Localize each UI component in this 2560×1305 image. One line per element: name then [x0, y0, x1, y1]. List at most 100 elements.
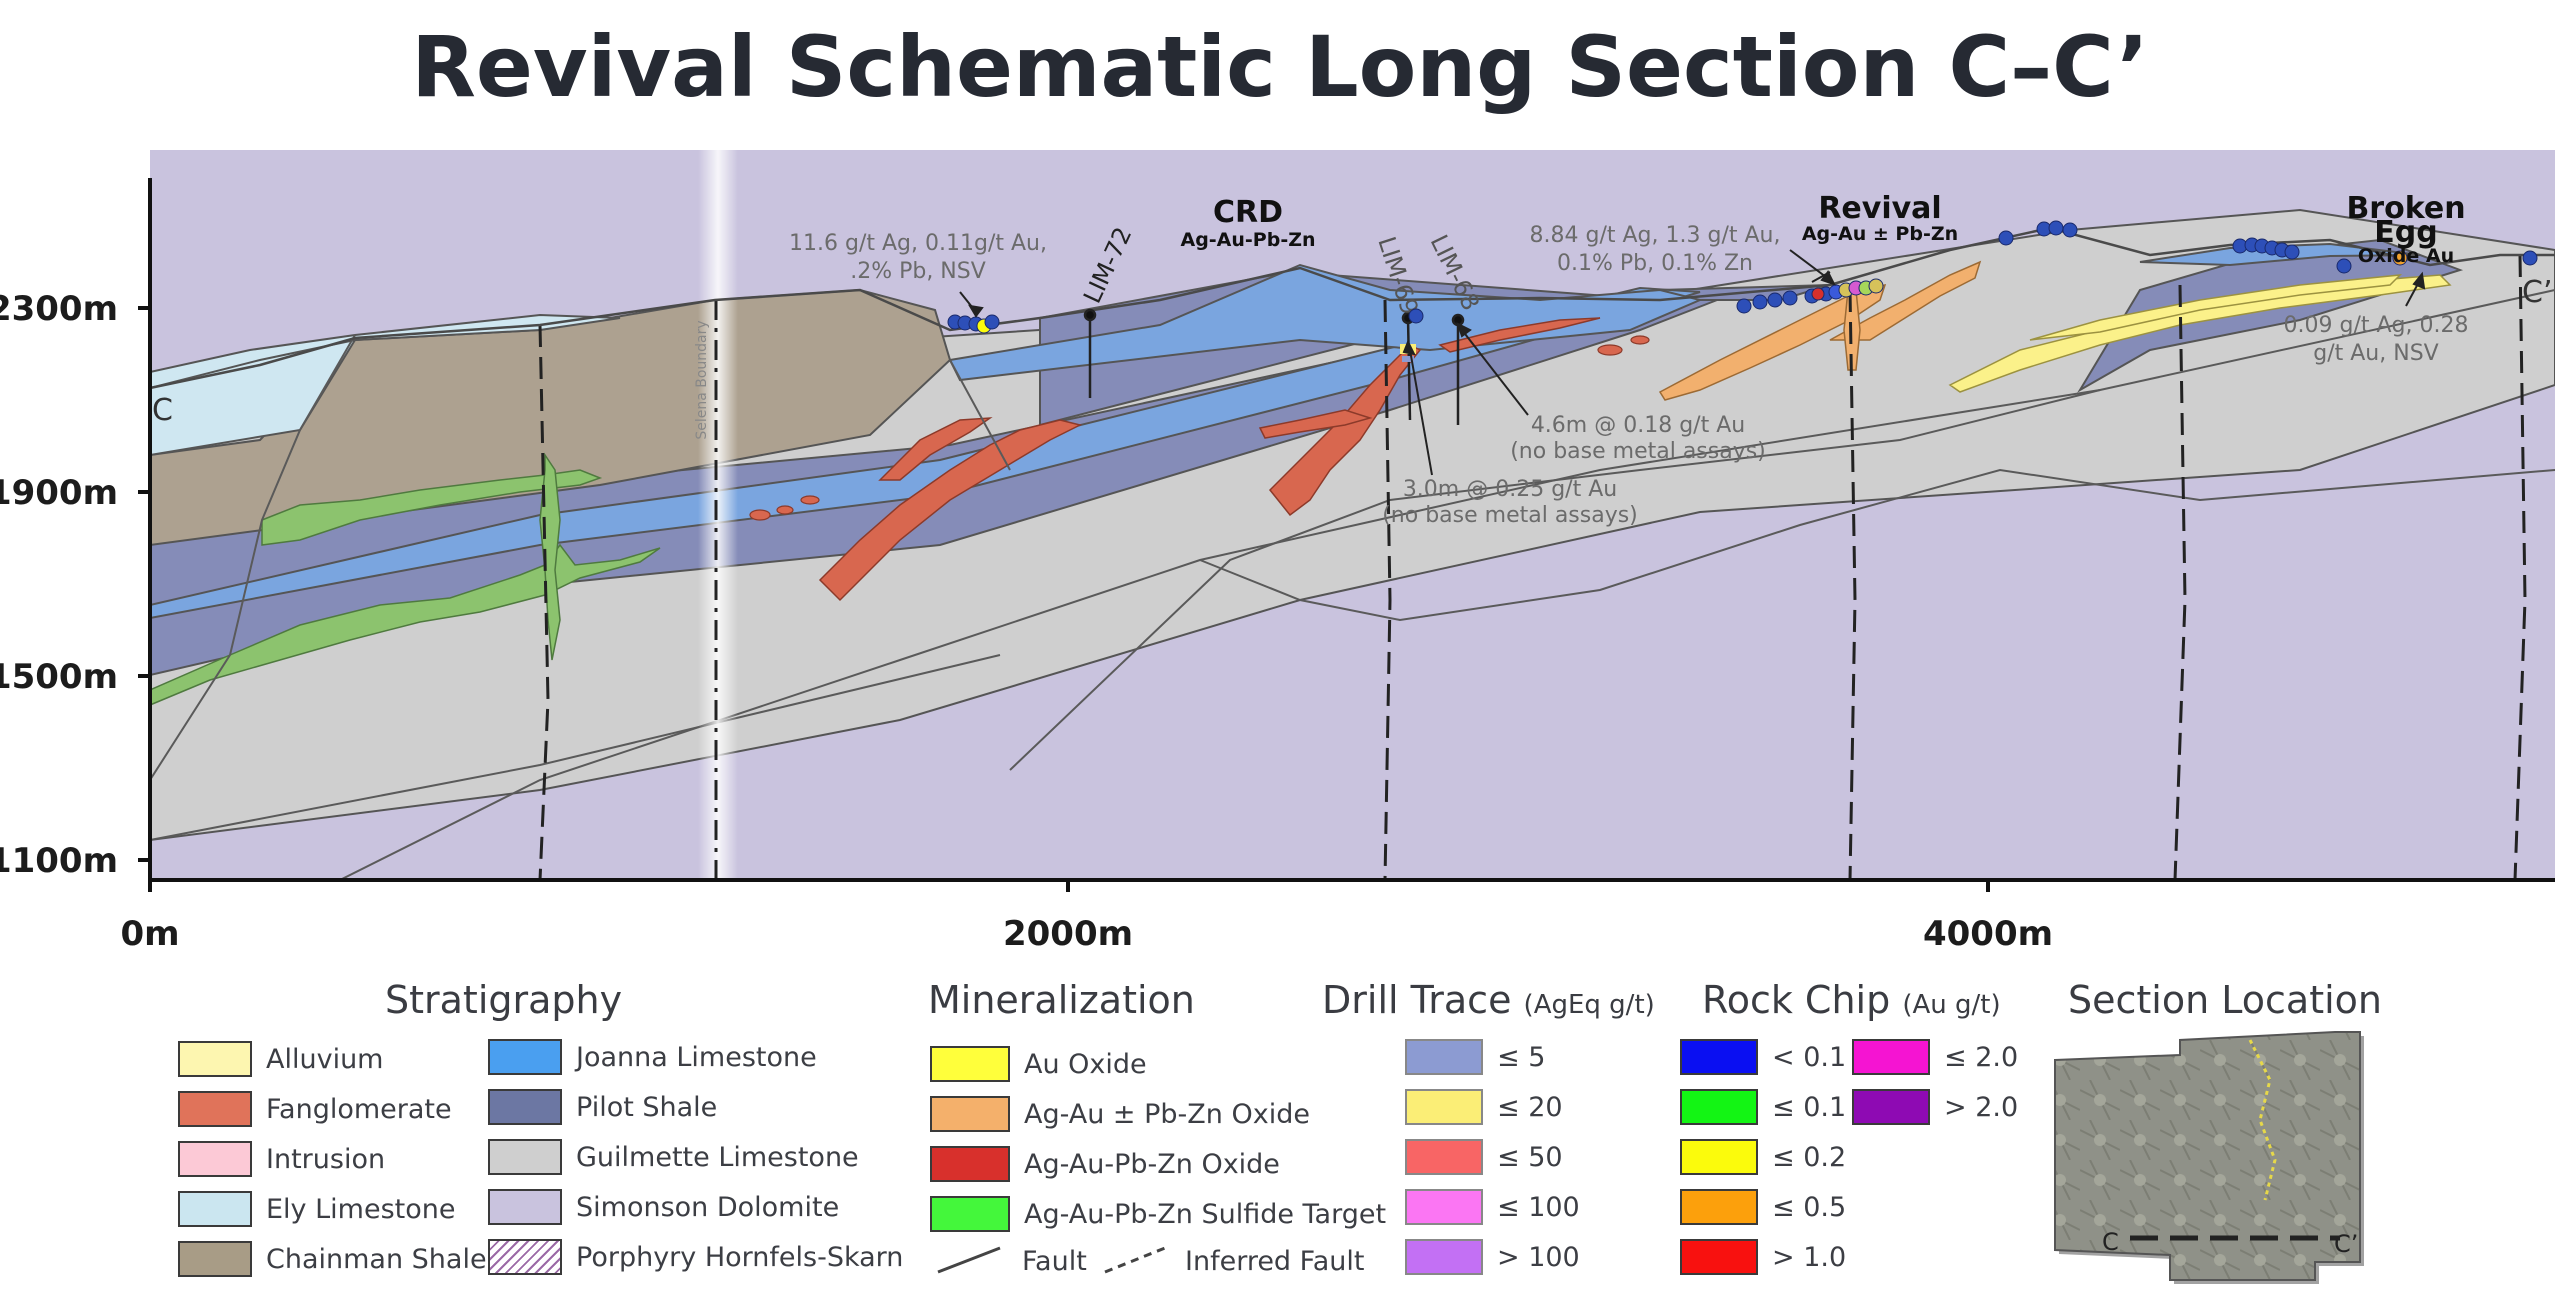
legend-swatch: [1852, 1039, 1930, 1075]
legend-label: Chainman Shale: [266, 1243, 487, 1275]
y-tick-1900: 1900m: [0, 473, 118, 513]
legend-item-chip-gt10: > 1.0: [1680, 1236, 1846, 1278]
legend-swatch: [1852, 1089, 1930, 1125]
legend-drill-trace-title-text: Drill Trace: [1322, 978, 1512, 1022]
location-label-c: C: [2102, 1228, 2119, 1256]
legend-label: Fanglomerate: [266, 1093, 452, 1125]
legend-label: Joanna Limestone: [576, 1041, 817, 1073]
target-crd-subtitle: Ag-Au-Pb-Zn: [1180, 229, 1315, 251]
legend-drill-trace-unit: (AgEq g/t): [1523, 990, 1655, 1020]
legend-swatch: [1405, 1239, 1483, 1275]
legend-item-fanglomerate: Fanglomerate: [178, 1088, 452, 1130]
target-broken-egg-subtitle: Oxide Au: [2358, 245, 2454, 267]
legend-drill-trace-title: Drill Trace (AgEq g/t): [1322, 978, 1655, 1022]
legend-swatch: [1405, 1039, 1483, 1075]
legend-item-chip-lt01: < 0.1: [1680, 1036, 1846, 1078]
oxide-vein-fragments: [749, 335, 1650, 521]
annotation-lim68-line1: 4.6m @ 0.18 g/t Au: [1531, 413, 1745, 438]
ag-au-pb-zn-oxide-vein-lim69-2: [1258, 409, 1373, 439]
annotation-crd-line1: 11.6 g/t Ag, 0.11g/t Au,: [789, 231, 1047, 256]
legend-item-chip-gt20: > 2.0: [1852, 1086, 2018, 1128]
legend-item-drill-le20: ≤ 20: [1405, 1086, 1563, 1128]
legend-rock-chip-title: Rock Chip (Au g/t): [1702, 978, 2001, 1022]
x-tick-labels: 0m 2000m 4000m: [120, 914, 2053, 954]
legend-swatch: [1405, 1189, 1483, 1225]
legend-item-inferred-fault: Inferred Fault: [1185, 1240, 1364, 1282]
legend-rock-chip-title-text: Rock Chip: [1702, 978, 1891, 1022]
axes: [138, 178, 2555, 892]
legend-rock-chip-unit: (Au g/t): [1902, 990, 2001, 1020]
legend-label: Intrusion: [266, 1143, 386, 1175]
legend-item-drill-le5: ≤ 5: [1405, 1036, 1545, 1078]
legend-swatch: [930, 1196, 1010, 1232]
legend-label: ≤ 2.0: [1944, 1041, 2019, 1073]
legend-item-pilot-shale: Pilot Shale: [488, 1086, 717, 1128]
legend-swatch: [178, 1041, 252, 1077]
target-revival-subtitle: Ag-Au ± Pb-Zn: [1802, 223, 1958, 245]
annotation-leaders: [959, 249, 2426, 476]
legend-label: ≤ 100: [1497, 1191, 1580, 1223]
annotation-revival-line2: 0.1% Pb, 0.1% Zn: [1557, 251, 1753, 276]
legend-swatch: [178, 1241, 252, 1277]
legend-label: Au Oxide: [1024, 1048, 1147, 1080]
legend-item-porphyry-hornfels-skarn: Porphyry Hornfels-Skarn: [488, 1236, 903, 1278]
green-sulfide-band-upper: [261, 469, 603, 546]
legend-label: ≤ 50: [1497, 1141, 1563, 1173]
drillhole-traces: [1083, 308, 1465, 425]
legend-item-chip-le20: ≤ 2.0: [1852, 1036, 2018, 1078]
y-tick-1500: 1500m: [0, 657, 118, 697]
legend-item-au-oxide: Au Oxide: [930, 1043, 1147, 1085]
legend-label: < 0.1: [1772, 1041, 1847, 1073]
rock-chip-samples: [947, 220, 2538, 334]
legend-label: ≤ 5: [1497, 1041, 1546, 1073]
legend-swatch: [1680, 1089, 1758, 1125]
legend-swatch: [488, 1139, 562, 1175]
legend-stratigraphy-title: Stratigraphy: [385, 978, 623, 1022]
legend-label: Fault: [1022, 1245, 1087, 1277]
legend-label: ≤ 20: [1497, 1091, 1563, 1123]
legend-label: Ely Limestone: [266, 1193, 456, 1225]
legend-item-chip-le02: ≤ 0.2: [1680, 1136, 1846, 1178]
page-title: Revival Schematic Long Section C–C’: [411, 18, 2149, 116]
legend-item-chip-le01: ≤ 0.1: [1680, 1086, 1846, 1128]
legend-label: > 2.0: [1944, 1091, 2019, 1123]
legend-swatch: [488, 1039, 562, 1075]
legend-item-drill-le50: ≤ 50: [1405, 1136, 1563, 1178]
legend-label: Ag-Au-Pb-Zn Sulfide Target: [1024, 1198, 1387, 1230]
y-tick-labels: 2300m 1900m 1500m 1100m: [0, 289, 118, 881]
ag-au-pb-zn-oxide-vein-crd: [818, 419, 1083, 602]
annotation-lim69-line2: (no base metal assays): [1382, 503, 1638, 528]
legend-swatch-hatched: [488, 1239, 562, 1275]
legend-item-ag-au-pb-zn-oxide-red: Ag-Au-Pb-Zn Oxide: [930, 1143, 1280, 1185]
legend-label: Ag-Au-Pb-Zn Oxide: [1024, 1148, 1280, 1180]
legend-swatch: [930, 1096, 1010, 1132]
legend-item-intrusion: Intrusion: [178, 1138, 385, 1180]
inferred-fault-legend-line: [1104, 1246, 1166, 1274]
ag-au-pb-zn-oxide-revival: [1658, 284, 1887, 401]
green-sulfide-band-lower: [150, 543, 661, 706]
legend-label: Simonson Dolomite: [576, 1191, 840, 1223]
y-tick-1100: 1100m: [0, 841, 118, 881]
legend-label: ≤ 0.1: [1772, 1091, 1847, 1123]
legend-swatch: [488, 1189, 562, 1225]
target-revival-name: Revival: [1818, 191, 1941, 226]
annotation-lim69-line1: 3.0m @ 0.25 g/t Au: [1403, 477, 1617, 502]
section-location-map: C C’: [2054, 1031, 2364, 1284]
joanna-limestone-unit: [150, 286, 1701, 620]
legend-item-fault: Fault: [1022, 1240, 1087, 1282]
legend-swatch: [930, 1046, 1010, 1082]
legend-item-drill-le100: ≤ 100: [1405, 1186, 1580, 1228]
legend-swatch: [1680, 1039, 1758, 1075]
annotation-revival-line1: 8.84 g/t Ag, 1.3 g/t Au,: [1530, 223, 1781, 248]
legend-item-sulfide-target: Ag-Au-Pb-Zn Sulfide Target: [930, 1193, 1386, 1235]
target-labels: CRD Ag-Au-Pb-Zn Revival Ag-Au ± Pb-Zn Br…: [1180, 191, 2465, 267]
legend-item-chip-le05: ≤ 0.5: [1680, 1186, 1846, 1228]
legend-swatch: [488, 1089, 562, 1125]
x-tick-2000: 2000m: [1003, 914, 1133, 954]
legend-swatch: [178, 1091, 252, 1127]
annotation-broken-egg-line1: 0.09 g/t Ag, 0.28: [2284, 313, 2469, 338]
section-end-left: C: [152, 393, 173, 428]
assay-annotations: 11.6 g/t Ag, 0.11g/t Au, .2% Pb, NSV 8.8…: [789, 223, 2468, 528]
section-end-right: C’: [2522, 275, 2552, 310]
annotation-broken-egg-line2: g/t Au, NSV: [2313, 341, 2438, 366]
